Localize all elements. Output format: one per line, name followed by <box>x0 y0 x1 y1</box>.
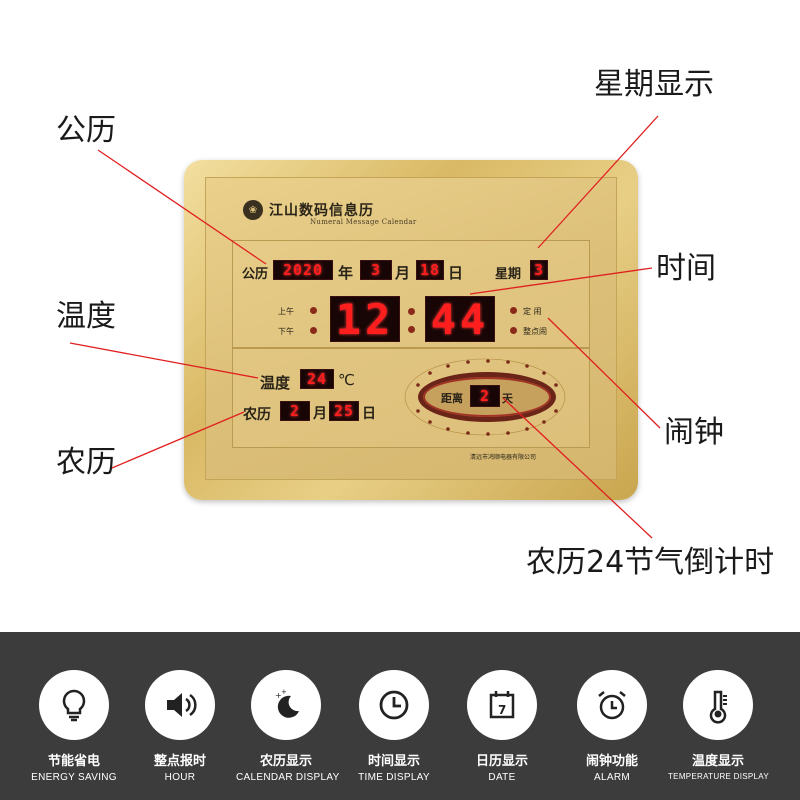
callout-alarm: 闹钟 <box>664 415 724 450</box>
pm-indicator <box>310 327 317 334</box>
svg-text:7: 7 <box>498 703 506 717</box>
month-display: 3 <box>360 260 392 280</box>
temperature-display: 24 <box>300 369 334 389</box>
am-label: 上午 <box>278 307 294 316</box>
countdown-unit: 天 <box>502 392 513 405</box>
feature-label-cn: 整点报时 <box>153 754 206 769</box>
lunar-label: 农历 <box>243 407 271 423</box>
lightbulb-icon <box>39 670 109 740</box>
svg-text:+: + <box>281 688 287 696</box>
hourly-chime-indicator <box>510 327 517 334</box>
day-unit: 日 <box>448 264 464 282</box>
feature-hour-chime: 整点报时 HOUR <box>130 670 230 783</box>
hour-display: 12 <box>330 295 400 344</box>
minute-display: 44 <box>425 295 495 344</box>
moon-icon: ++ <box>251 670 321 740</box>
countdown-display: 2 <box>470 385 500 407</box>
feature-label-en: DATE <box>488 772 516 783</box>
month-unit: 月 <box>395 264 411 282</box>
feature-date: 7 日历显示 DATE <box>452 670 552 783</box>
svg-text:+: + <box>275 691 282 700</box>
feature-label-en: ALARM <box>594 772 630 783</box>
manufacturer-label: 清远市鸿顺电器有限公司 <box>470 454 537 461</box>
callout-weekday: 星期显示 <box>594 67 714 102</box>
feature-label-cn: 闹钟功能 <box>585 754 638 769</box>
calendar-icon: 7 <box>467 670 537 740</box>
callout-temperature: 温度 <box>56 299 116 334</box>
lunar-day-display: 25 <box>329 401 359 421</box>
feature-label-en: HOUR <box>164 772 196 783</box>
colon-top-dot <box>408 308 415 315</box>
feature-time-display: 时间显示 TIME DISPLAY <box>344 670 444 783</box>
gregorian-label: 公历 <box>242 267 269 282</box>
temperature-unit: ℃ <box>338 371 355 389</box>
year-display: 2020 <box>273 260 333 280</box>
lunar-month-unit: 月 <box>313 406 327 422</box>
feature-calendar-display: ++ 农历显示 CALENDAR DISPLAY <box>236 670 340 783</box>
thermometer-icon <box>683 670 753 740</box>
brand-name: 江山数码信息历 <box>269 203 374 219</box>
year-unit: 年 <box>338 264 354 282</box>
temperature-label: 温度 <box>260 374 291 392</box>
feature-temperature: 温度显示 TEMPERATURE DISPLAY <box>668 670 769 781</box>
week-label: 星期 <box>495 267 522 282</box>
pm-label: 下午 <box>278 327 294 336</box>
callout-gregorian: 公历 <box>56 113 116 148</box>
feature-label-cn: 节能省电 <box>47 754 100 769</box>
weekday-display: 3 <box>530 260 548 280</box>
callout-lunar: 农历 <box>56 445 116 480</box>
day-display: 18 <box>416 260 444 280</box>
feature-alarm: 闹钟功能 ALARM <box>562 670 662 783</box>
countdown-prefix: 距离 <box>441 392 463 405</box>
feature-label-cn: 日历显示 <box>475 754 528 769</box>
lunar-month-display: 2 <box>280 401 310 421</box>
hourly-chime-label: 整点闹 <box>523 327 547 336</box>
am-indicator <box>310 307 317 314</box>
speaker-icon <box>145 670 215 740</box>
feature-label-cn: 温度显示 <box>691 754 744 769</box>
brand-subtitle: Numeral Message Calendar <box>310 218 417 226</box>
feature-label-en: CALENDAR DISPLAY <box>236 772 340 783</box>
lunar-day-unit: 日 <box>362 406 376 422</box>
callout-time: 时间 <box>656 251 716 286</box>
feature-energy-saving: 节能省电 ENERGY SAVING <box>24 670 124 783</box>
feature-label-en: TIME DISPLAY <box>358 772 430 783</box>
feature-label-en: TEMPERATURE DISPLAY <box>668 772 769 781</box>
alarm-clock-icon <box>577 670 647 740</box>
callout-countdown: 农历24节气倒计时 <box>526 545 775 580</box>
alarm-indicator <box>510 307 517 314</box>
alarm-label: 定 闹 <box>523 307 542 316</box>
feature-label-cn: 农历显示 <box>259 754 312 769</box>
clock-icon <box>359 670 429 740</box>
brand: ❀ 江山数码信息历 <box>243 200 374 220</box>
colon-bottom-dot <box>408 326 415 333</box>
feature-label-cn: 时间显示 <box>367 754 420 769</box>
feature-label-en: ENERGY SAVING <box>31 772 117 783</box>
brand-logo-icon: ❀ <box>243 200 263 220</box>
